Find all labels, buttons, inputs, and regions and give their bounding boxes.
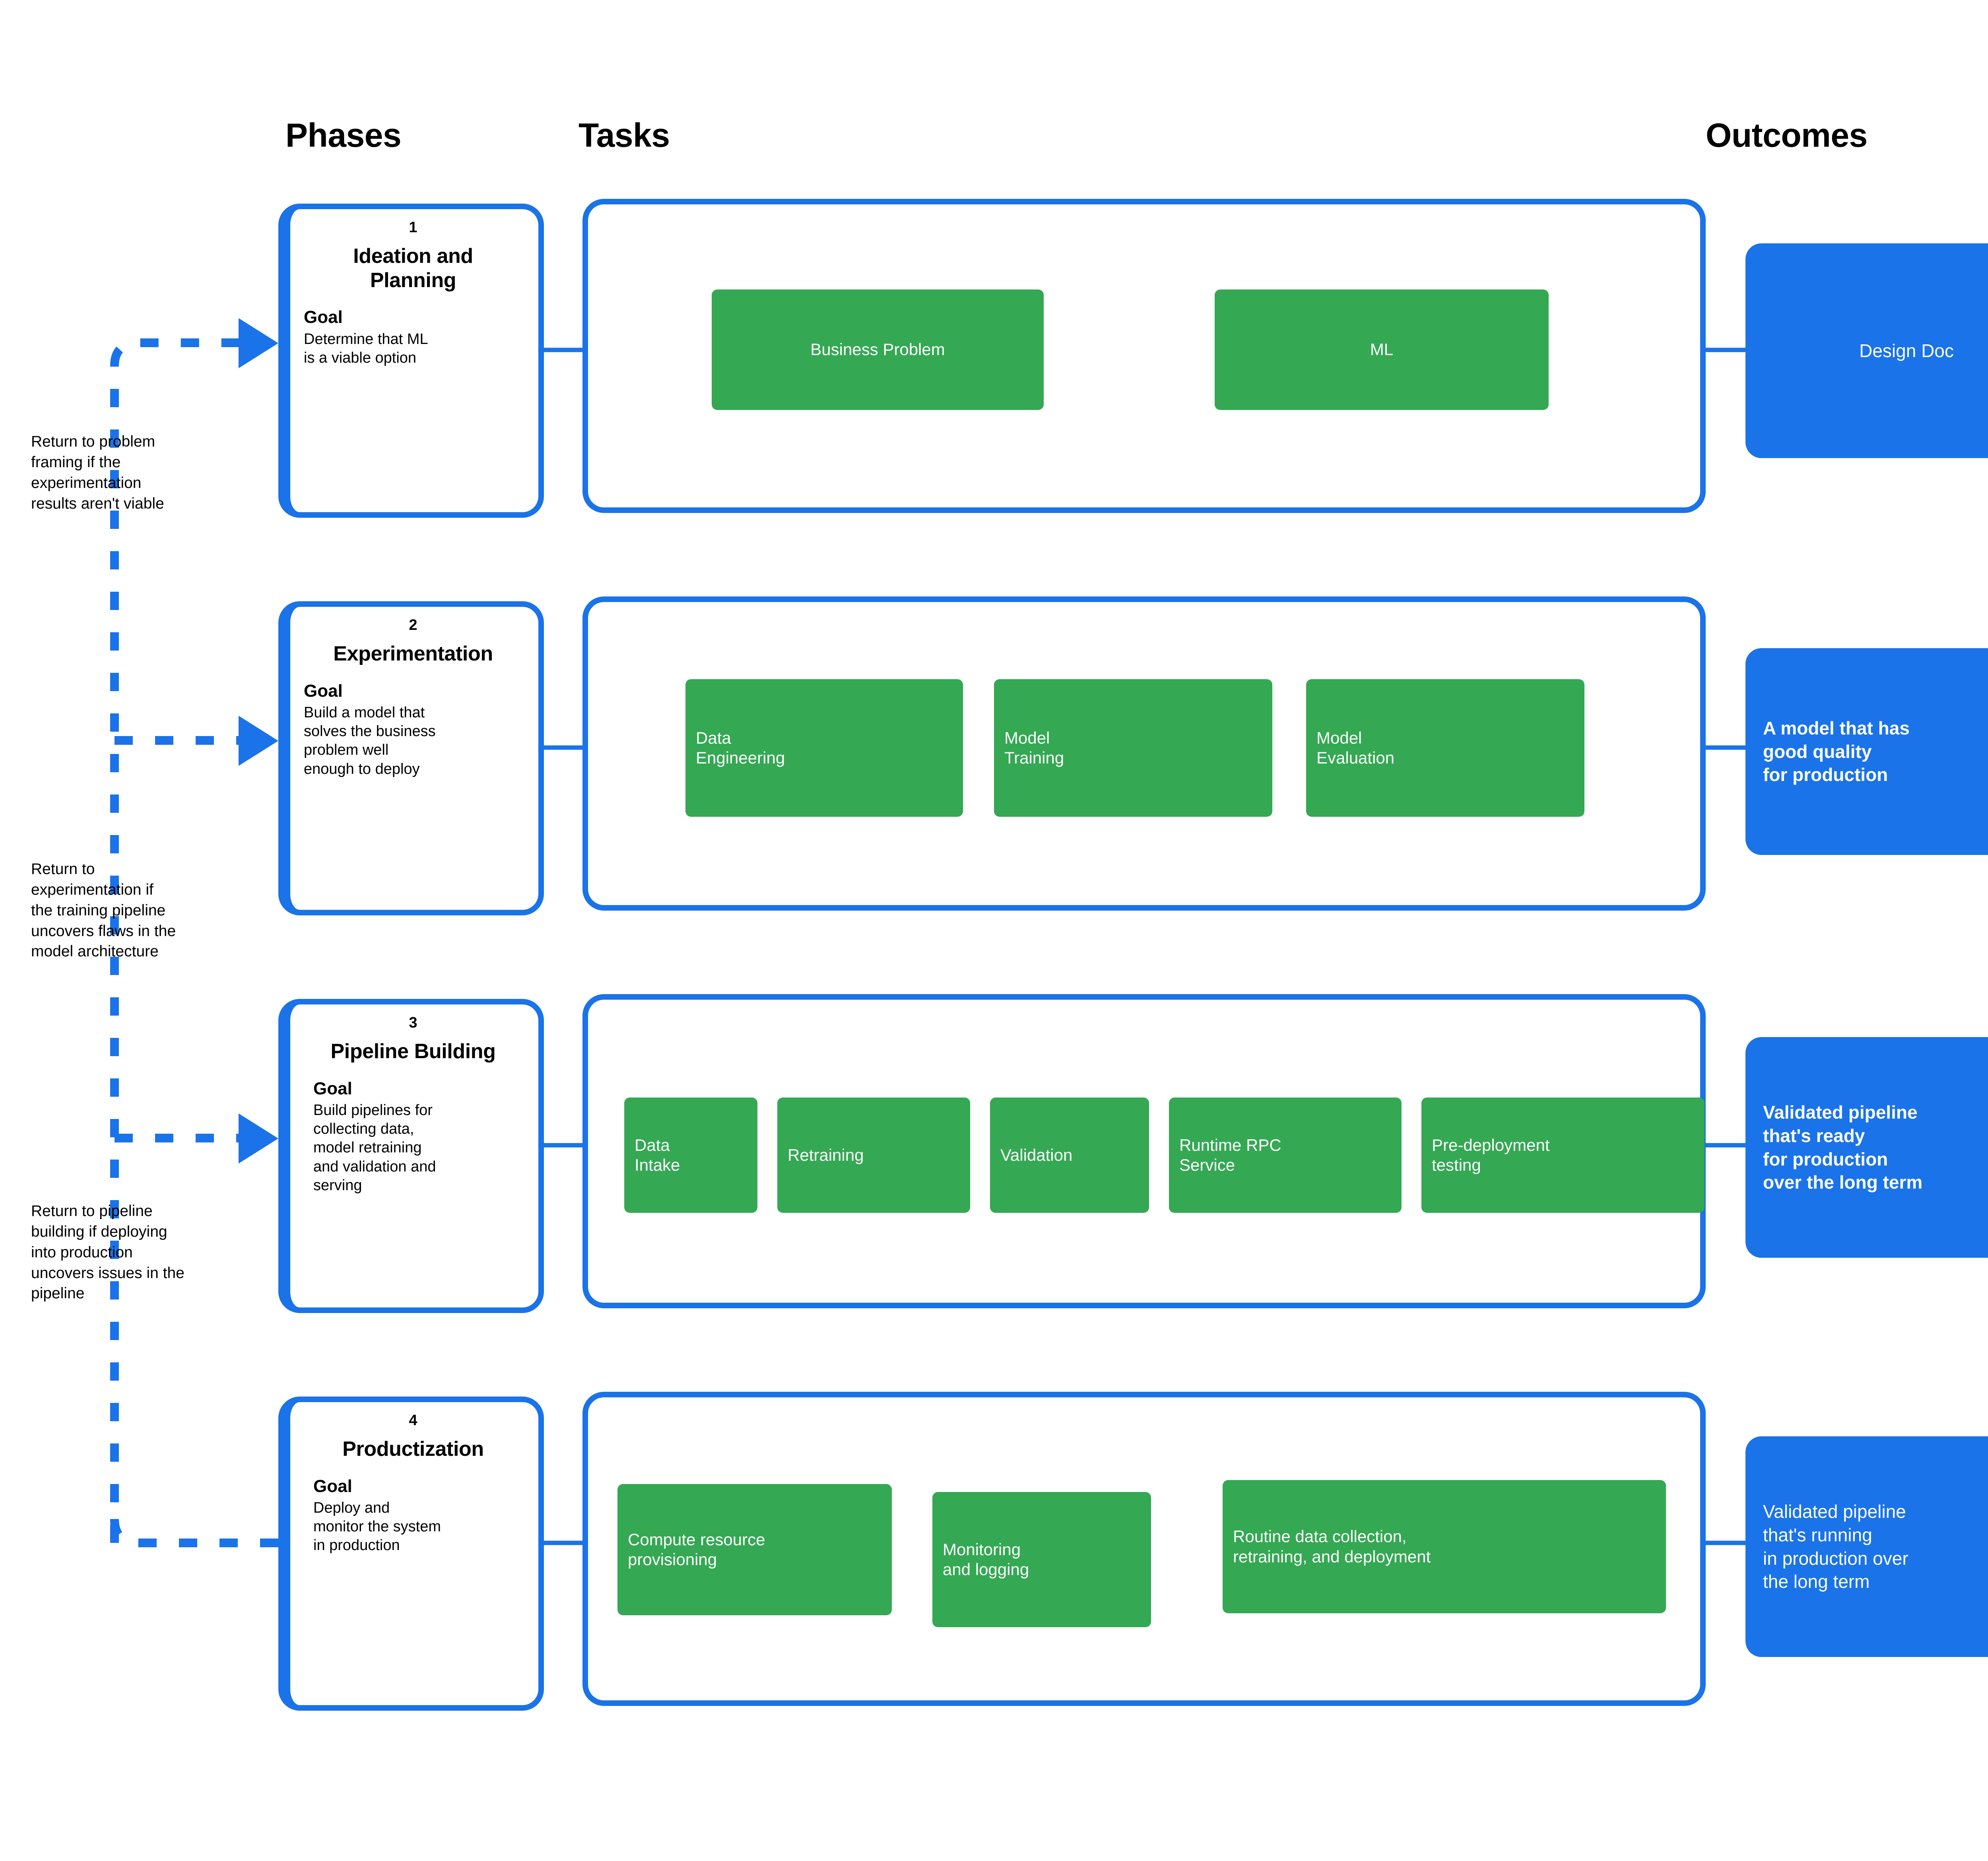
- phase-goal-text: Determine that ML is a viable option: [304, 331, 428, 367]
- phase-card-2[interactable]: 2 Experimentation Goal Build a model tha…: [278, 601, 544, 915]
- task-box-compute-resource-provisioning[interactable]: Compute resource provisioning: [617, 1484, 892, 1615]
- outcome-box-3[interactable]: Validated pipeline that's ready for prod…: [1745, 1037, 1988, 1258]
- task-box-retraining[interactable]: Retraining: [777, 1098, 970, 1213]
- task-box-ml[interactable]: ML: [1215, 289, 1549, 410]
- phase-number: 2: [409, 617, 417, 633]
- outcome-box-4[interactable]: Validated pipeline that's running in pro…: [1745, 1436, 1988, 1657]
- phase-goal-label: Goal: [304, 307, 343, 327]
- task-outcome-connectors: [1706, 348, 1745, 1545]
- phase-number: 4: [409, 1412, 417, 1429]
- phase-number: 1: [409, 219, 417, 236]
- phase-goal-text: Build pipelines for collecting data, mod…: [313, 1102, 436, 1194]
- return-path-bottom-left: [110, 1519, 278, 1547]
- task-box-model-evaluation[interactable]: Model Evaluation: [1306, 679, 1584, 817]
- phase-card-1[interactable]: 1 Ideation and Planning Goal Determine t…: [278, 204, 544, 518]
- phase-title: Productization: [342, 1437, 484, 1461]
- phase-title: Ideation and Planning: [353, 244, 473, 292]
- phase-goal-text: Build a model that solves the business p…: [304, 704, 436, 777]
- task-box-pre-deployment-testing[interactable]: Pre-deployment testing: [1421, 1098, 1705, 1213]
- task-box-model-training[interactable]: Model Training: [994, 679, 1272, 817]
- task-box-runtime-rpc-service[interactable]: Runtime RPC Service: [1169, 1098, 1402, 1213]
- outcome-box-2[interactable]: A model that has good quality for produc…: [1745, 648, 1988, 855]
- task-box-validation[interactable]: Validation: [990, 1098, 1149, 1213]
- task-box-data-intake[interactable]: Data Intake: [624, 1098, 757, 1213]
- outcome-box-1[interactable]: Design Doc: [1745, 243, 1988, 458]
- phase-card-4[interactable]: 4 Productization Goal Deploy and monitor…: [278, 1397, 544, 1711]
- return-arrowhead-3: [239, 1113, 278, 1164]
- task-box-routine-data-collection[interactable]: Routine data collection, retraining, and…: [1223, 1480, 1666, 1613]
- return-label-2: Return to experimentation if the trainin…: [31, 861, 176, 960]
- task-box-business-problem[interactable]: Business Problem: [712, 289, 1044, 410]
- return-arrowhead-1: [239, 318, 278, 368]
- phase-title: Pipeline Building: [330, 1039, 496, 1063]
- task-box-monitoring-and-logging[interactable]: Monitoring and logging: [932, 1492, 1151, 1627]
- return-label-3: Return to pipeline building if deploying…: [31, 1202, 184, 1302]
- phase-goal-text: Deploy and monitor the system in product…: [313, 1500, 441, 1554]
- task-box-data-engineering[interactable]: Data Engineering: [685, 679, 963, 817]
- phase-goal-label: Goal: [304, 681, 343, 701]
- return-arrowhead-2: [239, 716, 278, 766]
- phase-task-connectors: [544, 348, 582, 1545]
- phase-goal-label: Goal: [313, 1078, 352, 1098]
- phase-title: Experimentation: [333, 642, 493, 665]
- return-label-1: Return to problem framing if the experim…: [31, 433, 164, 512]
- phase-number: 3: [409, 1014, 417, 1031]
- phase-goal-label: Goal: [313, 1476, 352, 1496]
- phase-card-3[interactable]: 3 Pipeline Building Goal Build pipelines…: [278, 999, 544, 1313]
- column-header-outcomes: Outcomes: [1706, 117, 1868, 154]
- column-header-phases: Phases: [285, 117, 402, 154]
- column-header-tasks: Tasks: [579, 117, 670, 154]
